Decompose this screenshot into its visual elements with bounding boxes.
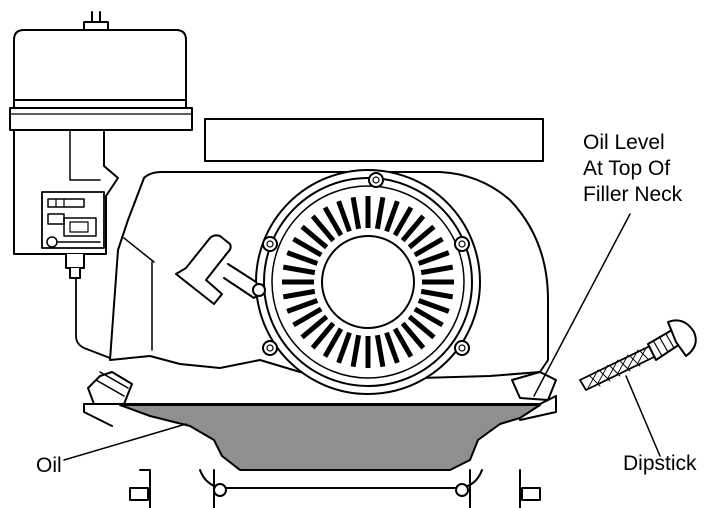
oil-level-label: Oil Level At Top Of Filler Neck (583, 130, 682, 208)
vent-slot (392, 206, 414, 237)
vent-slot (322, 327, 344, 358)
oil-level-label-line-3: Filler Neck (583, 183, 683, 206)
vent-slot (336, 200, 352, 233)
vent-slot (310, 321, 336, 350)
vent-slot (350, 196, 362, 230)
vent-slot (350, 334, 362, 368)
vent-slot (286, 250, 319, 266)
vent-slot (392, 327, 414, 358)
vent-slot (417, 250, 450, 266)
vent-slot (310, 214, 336, 243)
starter-vents (282, 196, 454, 368)
dipstick-leader (625, 375, 661, 457)
oil-level-label-line-2: At Top Of (583, 157, 671, 180)
vent-slot (407, 314, 436, 340)
oil-level-leader (533, 213, 631, 397)
dipstick-label: Dipstick (623, 452, 697, 475)
vent-slot (400, 321, 426, 350)
vent-slot (413, 306, 444, 328)
vent-slot (300, 224, 329, 250)
vent-slot (282, 264, 316, 276)
vent-slot (292, 306, 323, 328)
vent-slot (300, 314, 329, 340)
shroud-bar (204, 118, 544, 162)
oil-level-label-line-1: Oil Level (583, 131, 665, 154)
starter-handle (175, 234, 266, 305)
oil-leader (63, 423, 187, 461)
vent-slot (286, 298, 319, 314)
air-cleaner-assembly (9, 11, 193, 359)
oil-label: Oil (36, 454, 62, 477)
dipstick-illustration (579, 319, 697, 391)
oil-fill (119, 404, 541, 471)
vent-slot (336, 331, 352, 364)
vent-slot (374, 196, 386, 230)
vent-slot (384, 331, 400, 364)
vent-slot (292, 236, 323, 258)
vent-slot (400, 214, 426, 243)
vent-slot (374, 334, 386, 368)
vent-slot (384, 200, 400, 233)
vent-slot (420, 264, 454, 276)
vent-slot (413, 236, 444, 258)
vent-slot (322, 206, 344, 237)
vent-slot (417, 298, 450, 314)
vent-slot (420, 288, 454, 300)
vent-slot (407, 224, 436, 250)
vent-slot (282, 288, 316, 300)
recoil-starter (255, 169, 481, 395)
crankcase (83, 371, 557, 508)
